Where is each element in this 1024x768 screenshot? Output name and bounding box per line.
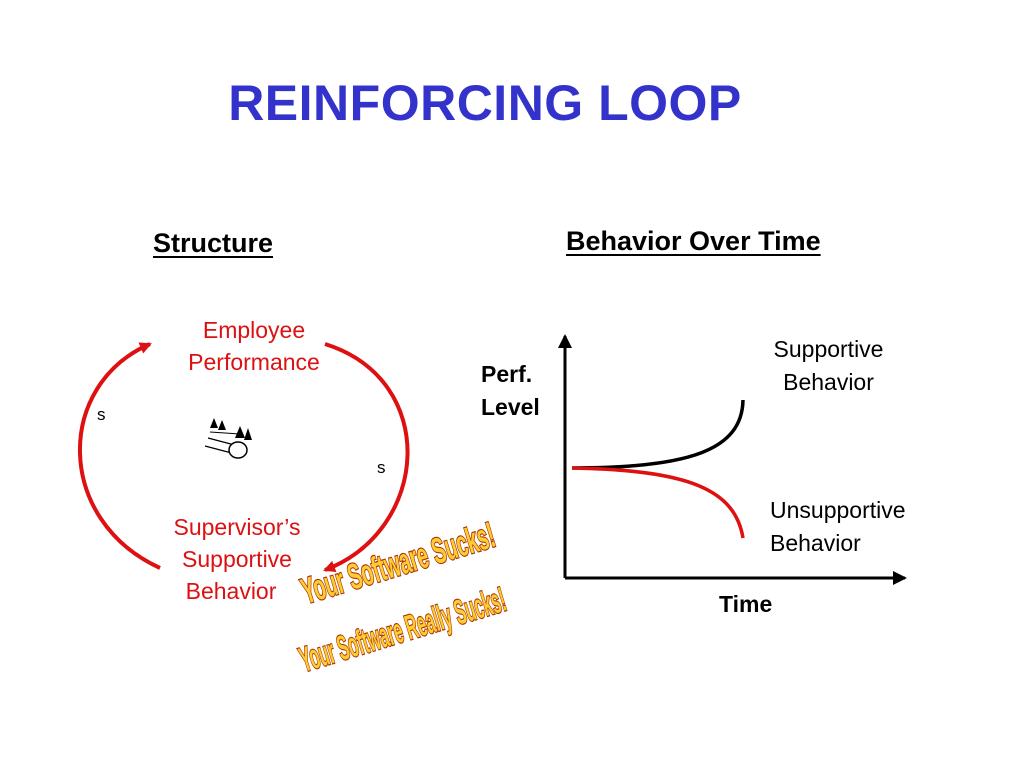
x-axis-label: Time — [719, 591, 773, 617]
snowball-icon — [204, 418, 252, 459]
node-label-line: Behavior — [185, 578, 277, 604]
supportive-behavior-curve — [571, 399, 745, 470]
unsupportive-behavior-label: Unsupportive Behavior — [770, 494, 906, 560]
link-polarity-left: s — [97, 405, 106, 424]
employee-performance-node: Employee Performance — [171, 314, 337, 378]
y-axis-label: Perf. Level — [481, 358, 540, 424]
node-label-line: Employee — [202, 317, 306, 343]
node-label-line: Supervisor’s — [173, 514, 301, 540]
link-polarity-right: s — [377, 458, 386, 477]
supervisor-behavior-node: Supervisor’s Supportive Behavior — [152, 511, 322, 607]
unsupportive-behavior-curve — [571, 466, 745, 539]
loop-arrow-right — [323, 342, 410, 573]
node-label-line: Supportive — [182, 546, 292, 572]
curve-label-line: Behavior — [783, 369, 874, 395]
y-axis-label-line: Perf. — [481, 361, 533, 387]
loop-arrow-left — [78, 342, 161, 570]
y-axis-label-line: Level — [481, 394, 540, 420]
curve-label-line: Unsupportive — [770, 497, 906, 523]
behavior-over-time-heading: Behavior Over Time — [566, 226, 821, 256]
structure-heading: Structure — [153, 228, 274, 258]
supportive-behavior-label: Supportive Behavior — [746, 333, 911, 399]
slide-title: REINFORCING LOOP — [228, 75, 742, 131]
node-label-line: Performance — [188, 349, 320, 375]
curve-label-line: Supportive — [773, 336, 884, 362]
curve-label-line: Behavior — [770, 530, 861, 556]
